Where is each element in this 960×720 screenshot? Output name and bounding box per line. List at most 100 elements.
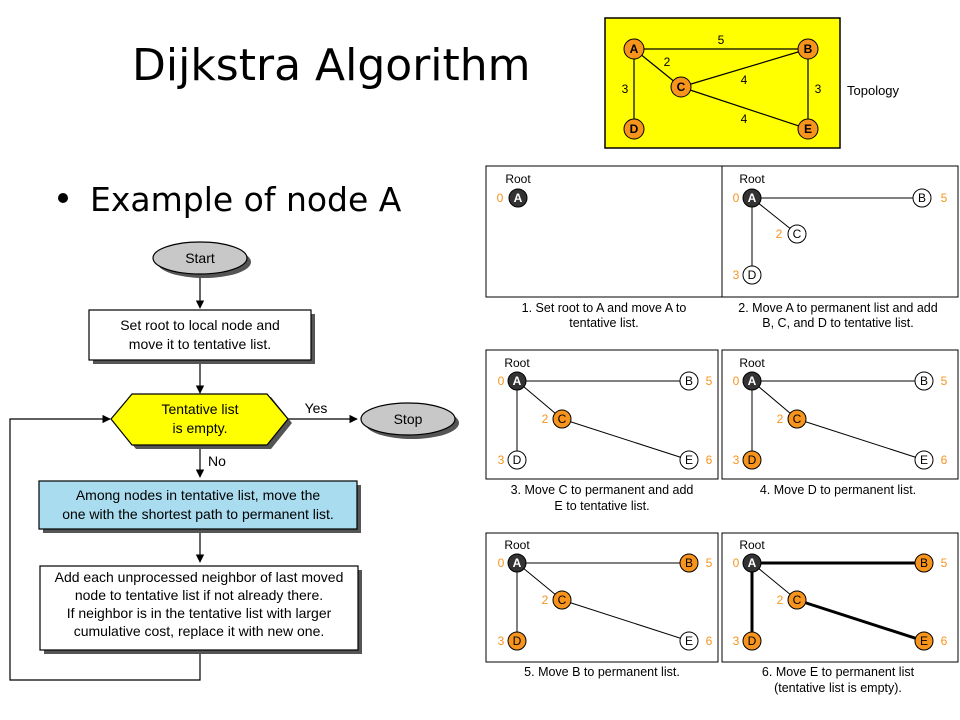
topo-node-b-label: B bbox=[804, 42, 813, 56]
panel-5-edge-a-c bbox=[516, 562, 563, 601]
panel-5-node-a-label: A bbox=[513, 556, 522, 570]
topo-cost-a-d: 3 bbox=[622, 82, 629, 96]
step1-line1: Set root to local node and bbox=[120, 317, 280, 333]
panel-6-cost-c: 2 bbox=[777, 593, 784, 607]
topo-node-c-label: C bbox=[677, 80, 686, 94]
panel-5-cost-c: 2 bbox=[542, 593, 549, 607]
panel-2-cost-c: 2 bbox=[776, 227, 783, 241]
panel-6-cost-e: 6 bbox=[941, 634, 948, 648]
panel-2-root-label: Root bbox=[739, 172, 765, 186]
slide-title: Dijkstra Algorithm bbox=[132, 40, 531, 91]
step2-box bbox=[38, 480, 358, 530]
panel-4-node-b bbox=[914, 371, 934, 391]
topo-node-a-label: A bbox=[630, 42, 639, 56]
panel-4-node-e-label: E bbox=[920, 453, 928, 467]
topo-node-e-label: E bbox=[804, 122, 812, 136]
panel-5-node-c bbox=[552, 590, 572, 610]
panel-4-node-c-label: C bbox=[793, 412, 802, 426]
panel-3-cost-c: 2 bbox=[542, 412, 549, 426]
panel-5-cost-d: 3 bbox=[498, 634, 505, 648]
panel-5-node-b bbox=[679, 553, 699, 573]
panel-2-node-c bbox=[787, 224, 807, 244]
panel-2-node-b bbox=[912, 188, 932, 208]
step1-box bbox=[88, 309, 312, 361]
step3-line1: Add each unprocessed neighbor of last mo… bbox=[55, 569, 344, 585]
topo-node-d bbox=[623, 118, 645, 140]
panel-5-caption-line1: 5. Move B to permanent list. bbox=[524, 665, 680, 679]
panel-5-cost-b: 5 bbox=[706, 556, 713, 570]
panel-6-node-b-label: B bbox=[920, 556, 928, 570]
panel-4-root-label: Root bbox=[739, 356, 765, 370]
panel-5-node-c-label: C bbox=[558, 593, 567, 607]
panel-2-node-a-label: A bbox=[748, 191, 757, 205]
panel-4-node-d-label: D bbox=[748, 453, 757, 467]
panel-6-node-a bbox=[742, 553, 762, 573]
panel-3-node-b bbox=[679, 371, 699, 391]
topo-cost-c-b: 4 bbox=[741, 73, 748, 87]
panel-4-node-c bbox=[787, 409, 807, 429]
panel-3-edge-a-c bbox=[516, 380, 563, 420]
no-label: No bbox=[208, 453, 226, 469]
flow-loop-arrow bbox=[9, 414, 201, 681]
panel-4-node-a bbox=[742, 371, 762, 391]
panel-4-edge-a-c bbox=[751, 380, 798, 420]
flowchart: Start Set root to local node and move it… bbox=[9, 241, 459, 681]
topology-nodes bbox=[623, 38, 819, 140]
panel-3-node-e bbox=[679, 450, 699, 470]
panel-3-cost-a: 0 bbox=[498, 374, 505, 388]
panel-6-node-d bbox=[742, 631, 762, 651]
panel-3-node-d-label: D bbox=[513, 453, 522, 467]
panel-4-cost-e: 6 bbox=[941, 453, 948, 467]
panel-5-node-d bbox=[507, 631, 527, 651]
panel-4-cost-b: 5 bbox=[941, 374, 948, 388]
step-panels: Root A 0 1. Set root to A and move A to … bbox=[485, 165, 959, 695]
panel-5-root-label: Root bbox=[504, 538, 530, 552]
panel-2-node-b-label: B bbox=[918, 191, 926, 205]
panel-6-cost-d: 3 bbox=[733, 634, 740, 648]
panel-2-caption-line2: B, C, and D to tentative list. bbox=[762, 316, 913, 330]
bullet-item: Example of node A bbox=[58, 180, 401, 219]
panel-6-cost-a: 0 bbox=[733, 556, 740, 570]
panel-1-caption-line2: tentative list. bbox=[569, 316, 638, 330]
panel-1-cost-a: 0 bbox=[497, 191, 504, 205]
panel-3-node-a bbox=[507, 371, 527, 391]
panel-6-node-e-label: E bbox=[920, 634, 928, 648]
panel-6-node-e bbox=[914, 631, 934, 651]
decision-line1: Tentative list bbox=[161, 401, 238, 417]
panel-6-caption-line1: 6. Move E to permanent list bbox=[762, 665, 915, 679]
start-label: Start bbox=[185, 250, 215, 266]
panel-4-node-b-label: B bbox=[920, 374, 928, 388]
start-terminal bbox=[152, 241, 248, 275]
panel-4-edge-c-e bbox=[796, 418, 925, 461]
panel-1-root-label: Root bbox=[505, 172, 531, 186]
stop-label: Stop bbox=[394, 411, 423, 427]
step2-line2: one with the shortest path to permanent … bbox=[62, 506, 334, 522]
panel-4-node-d bbox=[742, 450, 762, 470]
panel-5-node-d-label: D bbox=[513, 634, 522, 648]
panel-3-cost-e: 6 bbox=[706, 453, 713, 467]
panel-1-node-a-label: A bbox=[514, 191, 523, 205]
topo-node-e bbox=[797, 118, 819, 140]
panel-3-cost-d: 3 bbox=[498, 453, 505, 467]
step3-line3: If neighbor is in the tentative list wit… bbox=[67, 605, 332, 621]
topo-cost-b-e: 3 bbox=[815, 82, 822, 96]
yes-label: Yes bbox=[305, 400, 328, 416]
panel-5-node-b-label: B bbox=[685, 556, 693, 570]
step2-line1: Among nodes in tentative list, move the bbox=[76, 487, 321, 503]
panel-3-edge-c-e bbox=[561, 418, 690, 461]
panel-4-node-e bbox=[914, 450, 934, 470]
stop-terminal bbox=[360, 402, 456, 436]
panel-2-cost-d: 3 bbox=[733, 268, 740, 282]
bullet-text: Example of node A bbox=[90, 180, 402, 219]
topo-node-d-label: D bbox=[630, 122, 639, 136]
step3-line2: node to tentative list if not already th… bbox=[75, 587, 323, 603]
step3-box bbox=[39, 565, 359, 651]
panel-1-node-a bbox=[508, 188, 528, 208]
panel-3-cost-b: 5 bbox=[706, 374, 713, 388]
step1-line2: move it to tentative list. bbox=[129, 336, 271, 352]
panel-1-caption-line1: 1. Set root to A and move A to bbox=[522, 301, 687, 315]
panel-3-node-b-label: B bbox=[685, 374, 693, 388]
panel-6-root-label: Root bbox=[739, 538, 765, 552]
bullet-dot bbox=[58, 192, 68, 203]
panel-6-node-a-label: A bbox=[748, 556, 757, 570]
